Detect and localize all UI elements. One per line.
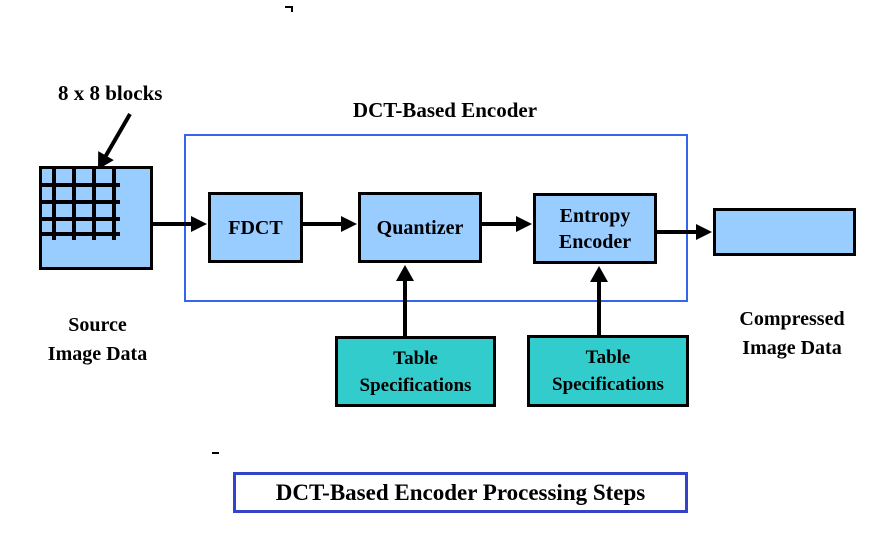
table-left-line1: Table xyxy=(393,347,438,369)
block-grid xyxy=(42,169,150,267)
table-right-line1: Table xyxy=(585,347,631,368)
compressed-image-data-caption: Compressed Image Data xyxy=(708,305,876,363)
source-image-block xyxy=(39,166,153,270)
source-caption-line2: Image Data xyxy=(47,343,148,365)
compressed-output-block xyxy=(713,208,856,256)
table-specifications-right: Table Specifications xyxy=(527,335,689,407)
caption-box-label: DCT-Based Encoder Processing Steps xyxy=(275,479,646,505)
compressed-caption-line2: Image Data xyxy=(742,337,842,359)
stray-mark-dash xyxy=(212,452,219,454)
quantizer-label: Quantizer xyxy=(376,216,464,239)
quantizer-box: Quantizer xyxy=(358,192,482,263)
source-caption-line1: Source xyxy=(68,314,127,336)
table-specifications-left: Table Specifications xyxy=(335,336,496,407)
compressed-caption-line1: Compressed xyxy=(739,308,845,330)
table-right-line2: Specifications xyxy=(552,374,664,395)
blocks-label: 8 x 8 blocks xyxy=(58,81,163,105)
source-image-data-caption: Source Image Data xyxy=(15,311,180,369)
encoder-title: DCT-Based Encoder xyxy=(352,98,538,122)
fdct-box: FDCT xyxy=(208,192,303,263)
entropy-encoder-box: Entropy Encoder xyxy=(533,193,657,264)
entropy-label-line1: Entropy xyxy=(559,204,631,227)
encoder-boundary xyxy=(184,134,688,302)
caption-box: DCT-Based Encoder Processing Steps xyxy=(233,472,688,513)
entropy-label-line2: Encoder xyxy=(558,230,632,253)
table-left-line2: Specifications xyxy=(359,374,472,396)
fdct-label: FDCT xyxy=(228,216,283,239)
blocks-arrow xyxy=(84,106,132,174)
